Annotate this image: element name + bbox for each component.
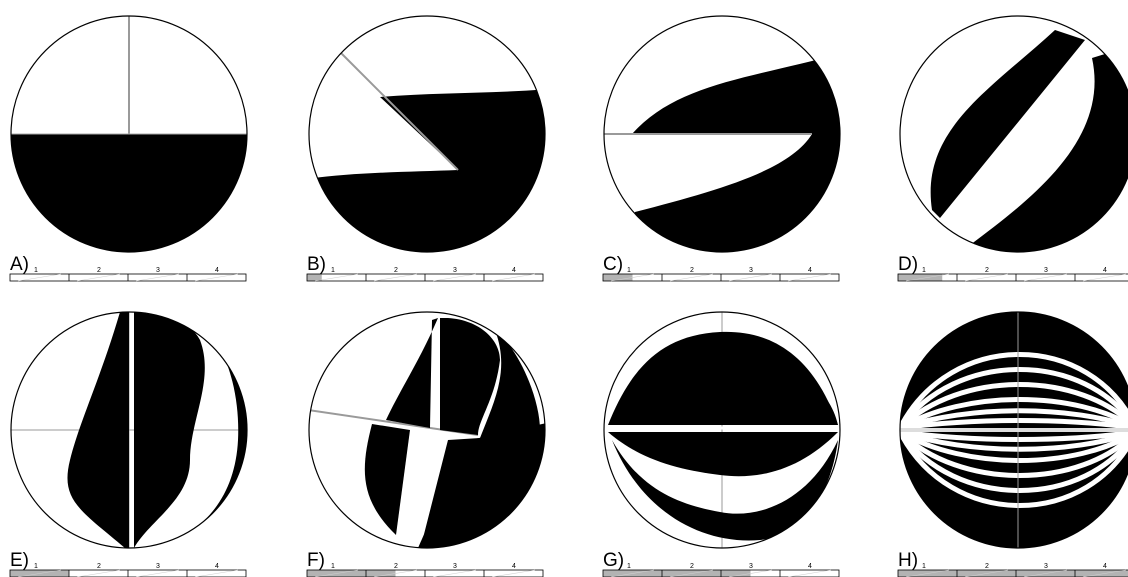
progress-guide	[492, 274, 535, 281]
progress-guide	[788, 570, 831, 577]
panel-letter: B)	[307, 254, 326, 275]
scale-tick-label: 1	[627, 563, 631, 570]
scale-tick-label: 4	[808, 563, 812, 570]
progress-guide	[433, 274, 476, 281]
scale-tick-label: 2	[690, 563, 694, 570]
panel-3-label-group: C) 1 2 3 4	[603, 254, 839, 281]
scale-tick-label: 1	[331, 563, 335, 570]
progress-guide	[1083, 274, 1126, 281]
scale-tick-label: 4	[512, 267, 516, 274]
panel-8-label-group: H) 1 2 3 4	[898, 550, 1128, 577]
scale-tick-label: 2	[985, 563, 989, 570]
scale-tick-label: 4	[215, 267, 219, 274]
scale-tick-label: 3	[453, 563, 457, 570]
progress-fill	[307, 274, 322, 281]
progress-guide	[77, 570, 120, 577]
progress-guide	[788, 274, 831, 281]
panel-7-label-group: G)1 2 3 4	[603, 550, 839, 577]
scale-tick-label: 1	[34, 267, 38, 274]
scale-tick-label: 3	[1044, 267, 1048, 274]
panel-1-label-group: A) 1 2 3 4	[10, 254, 246, 281]
progress-guide	[1024, 274, 1067, 281]
progress-guide	[965, 274, 1008, 281]
scale-tick-label: 4	[1103, 267, 1107, 274]
panel-letter: A)	[10, 254, 29, 275]
progress-guide	[374, 274, 417, 281]
progress-guide	[729, 274, 772, 281]
progress-guide	[195, 570, 238, 577]
scale-tick-label: 3	[156, 267, 160, 274]
progress-guide	[18, 274, 61, 281]
progress-guide	[670, 274, 713, 281]
progress-guide	[195, 274, 238, 281]
scale-tick-label: 1	[922, 563, 926, 570]
scale-tick-label: 3	[453, 267, 457, 274]
progress-fill	[898, 570, 1128, 577]
panel-2-label-group: B) 1 2 3 4	[307, 254, 543, 281]
scale-tick-label: 1	[922, 267, 926, 274]
panel-letter: D)	[898, 254, 918, 275]
scale-tick-label: 1	[34, 563, 38, 570]
scale-tick-label: 3	[156, 563, 160, 570]
scale-tick-label: 3	[749, 267, 753, 274]
progress-guide	[492, 570, 535, 577]
panel-4-label-group: D) 1 2 3 4	[898, 254, 1128, 281]
progress-guide	[136, 274, 179, 281]
scale-tick-label: 2	[394, 267, 398, 274]
progress-guide	[433, 570, 476, 577]
scale-tick-label: 2	[985, 267, 989, 274]
scale-tick-label: 2	[97, 267, 101, 274]
scale-tick-label: 4	[1103, 563, 1107, 570]
scale-tick-label: 3	[749, 563, 753, 570]
scale-tick-label: 3	[1044, 563, 1048, 570]
progress-guide	[136, 570, 179, 577]
panel-letter: E)	[10, 550, 29, 571]
panel-letter: G)	[603, 550, 624, 571]
scale-tick-label: 4	[215, 563, 219, 570]
scale-tick-label: 2	[394, 563, 398, 570]
scale-tick-label: 2	[690, 267, 694, 274]
panel-6-label-group: F) 1 2 3 4	[307, 550, 543, 577]
progress-guide	[77, 274, 120, 281]
scale-tick-label: 4	[808, 267, 812, 274]
scale-tick-label: 1	[331, 267, 335, 274]
scale-tick-label: 4	[512, 563, 516, 570]
scale-tick-label: 1	[627, 267, 631, 274]
progress-fill	[898, 274, 942, 281]
scale-tick-label: 2	[97, 563, 101, 570]
panel-letter: C)	[603, 254, 623, 275]
panel-letter: H)	[898, 550, 918, 571]
panel-letter: F)	[307, 550, 325, 571]
panel-5-label-group: E) 1 2 3 4	[10, 550, 246, 577]
